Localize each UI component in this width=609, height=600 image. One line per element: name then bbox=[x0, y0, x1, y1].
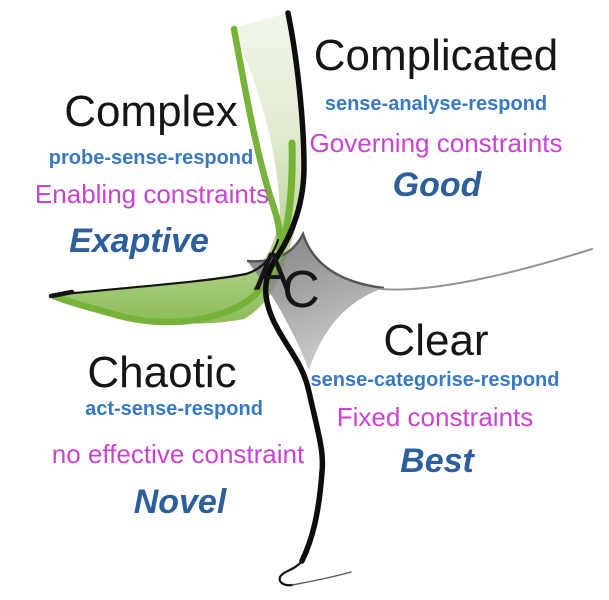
center-letter-c: C bbox=[282, 261, 320, 319]
cliff-hook-tail bbox=[291, 571, 352, 586]
chaotic-constraints-label: no effective constraint bbox=[51, 439, 305, 469]
right-boundary-curve bbox=[380, 248, 593, 291]
clear-decision-model: sense-categorise-respond bbox=[310, 369, 560, 391]
clear-domain-label: Clear bbox=[383, 316, 489, 365]
chaotic-practice-label: Novel bbox=[133, 483, 227, 521]
crescent-tip bbox=[48, 289, 75, 299]
center-star-top-edge bbox=[246, 230, 385, 290]
clear-constraints-label: Fixed constraints bbox=[336, 402, 534, 432]
complicated-domain-label: Complicated bbox=[313, 31, 559, 80]
center-confused-star bbox=[247, 234, 384, 370]
complex-practice-label: Exaptive bbox=[69, 222, 209, 260]
center-letter-a: A bbox=[254, 242, 290, 302]
crescent-top-line bbox=[53, 238, 280, 297]
green-swoosh-ribbon bbox=[54, 13, 304, 324]
complicated-practice-label: Good bbox=[392, 166, 482, 204]
complex-decision-model: probe-sense-respond bbox=[48, 147, 254, 169]
complex-domain-label: Complex bbox=[64, 87, 238, 136]
clear-practice-label: Best bbox=[400, 442, 474, 480]
main-fold-curve bbox=[262, 10, 326, 564]
chaotic-domain-label: Chaotic bbox=[87, 348, 237, 397]
complicated-decision-model: sense-analyse-respond bbox=[324, 93, 548, 115]
cliff-hook bbox=[278, 559, 304, 587]
chaotic-decision-model: act-sense-respond bbox=[85, 398, 263, 420]
complicated-constraints-label: Governing constraints bbox=[309, 128, 563, 158]
complex-constraints-label: Enabling constraints bbox=[34, 179, 270, 209]
